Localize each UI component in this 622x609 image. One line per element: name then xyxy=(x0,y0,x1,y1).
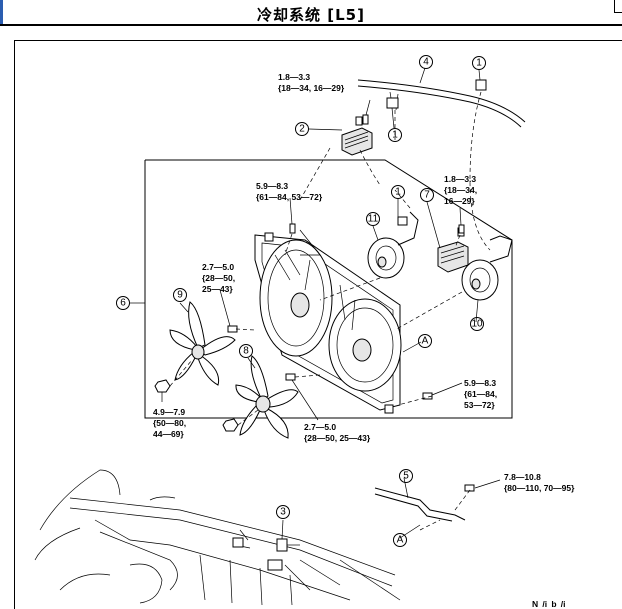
sensor-3 xyxy=(276,519,300,552)
fan-motor-10 xyxy=(394,235,513,331)
callout-1c-label: 1 xyxy=(395,187,401,198)
torque-spec-1: 1.8—3.3 {18—34, 16—29} xyxy=(278,72,345,93)
callout-4-label: 4 xyxy=(423,57,429,68)
callout-8: 8 xyxy=(239,344,253,358)
torque-spec-7: 5.9—8.3 {61—84, 53—72} xyxy=(464,378,497,410)
figure-code: N /i b /i xyxy=(532,599,566,609)
callout-1-motor: 1 xyxy=(391,185,405,199)
fan-control-module-2 xyxy=(299,116,381,201)
callout-9-label: 9 xyxy=(177,290,183,301)
header-corner xyxy=(614,0,622,13)
torque-7-line-1: 5.9—8.3 xyxy=(464,378,496,388)
callout-5: 5 xyxy=(399,469,413,483)
callout-A-lower-label: A xyxy=(397,535,404,546)
fasteners xyxy=(154,114,475,492)
torque-spec-2: 5.9—8.3 {61—84, 53—72} xyxy=(256,181,323,202)
fan-assembly-box xyxy=(144,159,513,419)
leader-lines xyxy=(130,67,501,539)
torque-3-line-2: {18—34, xyxy=(444,185,477,195)
callout-9: 9 xyxy=(173,288,187,302)
callout-10-label: 10 xyxy=(471,319,483,330)
torque-2-line-2: {61—84, 53—72} xyxy=(256,192,323,202)
page-title: 冷却系统 [L5] xyxy=(257,6,365,24)
torque-7-line-3: 53—72} xyxy=(464,400,495,410)
torque-spec-3: 1.8—3.3 {18—34, 16—29} xyxy=(444,174,477,206)
torque-6-line-2: {28—50, 25—43} xyxy=(304,433,371,443)
callout-11-label: 11 xyxy=(368,214,379,225)
cooling-fan-9 xyxy=(169,301,236,386)
callout-A-lower: A xyxy=(393,533,407,547)
title-divider xyxy=(0,24,622,26)
torque-spec-5: 4.9—7.9 {50—80, 44—69} xyxy=(153,407,186,439)
callout-11: 11 xyxy=(366,212,380,226)
callout-6: 6 xyxy=(116,296,130,310)
callout-7-label: 7 xyxy=(424,190,430,201)
callout-6-label: 6 xyxy=(120,298,126,309)
torque-6-line-1: 2.7—5.0 xyxy=(304,422,336,432)
callout-4: 4 xyxy=(419,55,433,69)
cooling-fan-8 xyxy=(235,355,299,439)
callout-5-label: 5 xyxy=(403,471,409,482)
callout-A-upper-label: A xyxy=(422,336,429,347)
callout-10: 10 xyxy=(470,317,484,331)
callout-2-label: 2 xyxy=(299,124,305,135)
bracket-5 xyxy=(374,487,471,531)
torque-4-line-3: 25—43} xyxy=(202,284,233,294)
callout-1-upper: 1 xyxy=(388,128,402,142)
fan-shroud-6 xyxy=(254,229,402,414)
torque-spec-4: 2.7—5.0 {28—50, 25—43} xyxy=(202,262,235,294)
torque-5-line-2: {50—80, xyxy=(153,418,186,428)
callout-1-harness: 1 xyxy=(472,56,486,70)
torque-4-line-1: 2.7—5.0 xyxy=(202,262,234,272)
fan-control-module-7 xyxy=(437,227,469,273)
callout-7: 7 xyxy=(420,188,434,202)
torque-spec-6: 2.7—5.0 {28—50, 25—43} xyxy=(304,422,371,443)
fan-motor-11 xyxy=(319,211,419,301)
vehicle-front-body xyxy=(34,469,401,606)
torque-7-line-2: {61—84, xyxy=(464,389,497,399)
torque-3-line-3: 16—29} xyxy=(444,196,475,206)
torque-8-line-2: {80—110, 70—95} xyxy=(504,483,575,493)
torque-5-line-3: 44—69} xyxy=(153,429,184,439)
torque-1-line-1: 1.8—3.3 xyxy=(278,72,310,82)
callout-8-label: 8 xyxy=(243,346,249,357)
assembly-guides xyxy=(169,189,461,426)
callout-1a-label: 1 xyxy=(476,58,482,69)
wiring-harness-4 xyxy=(357,79,526,251)
callout-1b-label: 1 xyxy=(392,130,398,141)
callout-2: 2 xyxy=(295,122,309,136)
diagram-frame xyxy=(14,40,622,609)
torque-spec-8: 7.8—10.8 {80—110, 70—95} xyxy=(504,472,575,493)
torque-4-line-2: {28—50, xyxy=(202,273,235,283)
torque-2-line-1: 5.9—8.3 xyxy=(256,181,288,191)
torque-8-line-1: 7.8—10.8 xyxy=(504,472,541,482)
header-accent xyxy=(0,0,3,24)
torque-5-line-1: 4.9—7.9 xyxy=(153,407,185,417)
callout-3-label: 3 xyxy=(280,507,286,518)
callout-3: 3 xyxy=(276,505,290,519)
callout-A-upper: A xyxy=(418,334,432,348)
torque-3-line-1: 1.8—3.3 xyxy=(444,174,476,184)
torque-1-line-2: {18—34, 16—29} xyxy=(278,83,345,93)
